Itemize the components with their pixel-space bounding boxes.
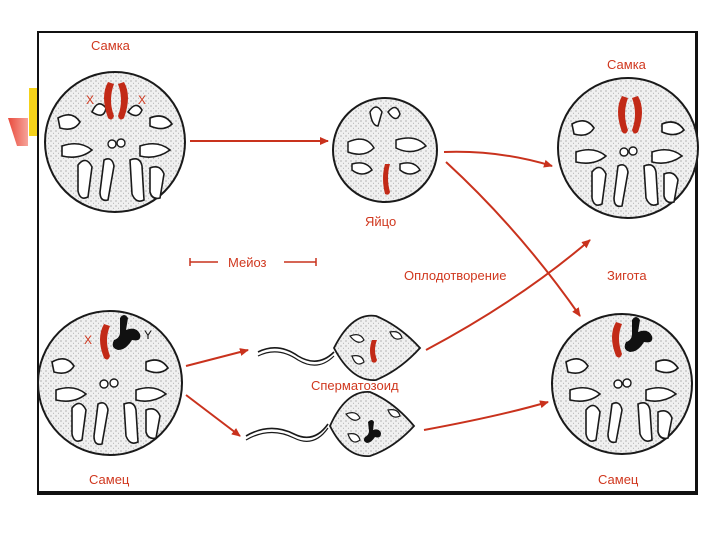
sperm-y-chromosome (363, 420, 381, 443)
arrow-egg-to-male-zygote (445, 161, 581, 317)
label-male-offspring: Самец (598, 472, 639, 487)
offspring-male-y (624, 317, 653, 352)
label-female-offspring: Самка (607, 57, 646, 72)
offspring-female-x-right (632, 96, 642, 134)
label-female-parent: Самка (91, 38, 130, 53)
arrow-sperm-y-to-male-zygote (423, 400, 549, 431)
label-sperm: Сперматозоид (311, 378, 399, 393)
sperm-x-chromosome (370, 340, 377, 363)
female-offspring-cell (557, 77, 699, 219)
male-offspring-cell (551, 313, 693, 455)
sperm-x (257, 314, 422, 381)
offspring-female-x-left (618, 96, 628, 134)
male-y-chromosome (112, 315, 141, 350)
arrow-sperm-x-to-female-zygote (425, 239, 591, 351)
arrow-male-to-sperm-y (185, 394, 241, 437)
female-parent-nucleus-shapes (57, 103, 174, 202)
female-parent-cell (44, 71, 186, 213)
label-x-left: X (86, 93, 95, 107)
egg-x-chromosome (383, 164, 390, 195)
female-x-chromosome-left (104, 82, 114, 120)
label-zygote: Зигота (607, 268, 647, 283)
label-male-y: Y (144, 328, 153, 342)
sperm-y (245, 391, 416, 457)
label-male-x: X (84, 333, 93, 347)
label-meiosis: Мейоз (228, 255, 267, 270)
label-egg: Яйцо (365, 214, 397, 229)
label-fertilization: Оплодотворение (404, 268, 507, 283)
female-x-chromosome-right (118, 82, 128, 120)
male-parent-cell (37, 310, 183, 456)
male-x-chromosome (100, 324, 110, 360)
slide-accent-bar (29, 88, 37, 136)
arrow-egg-to-female-zygote (443, 150, 553, 168)
egg-cell (332, 97, 438, 203)
label-male-parent: Самец (89, 472, 130, 487)
arrow-male-to-sperm-x (185, 348, 249, 367)
meiosis-bracket (189, 258, 317, 266)
offspring-male-x (612, 322, 622, 358)
label-x-right: X (138, 93, 147, 107)
